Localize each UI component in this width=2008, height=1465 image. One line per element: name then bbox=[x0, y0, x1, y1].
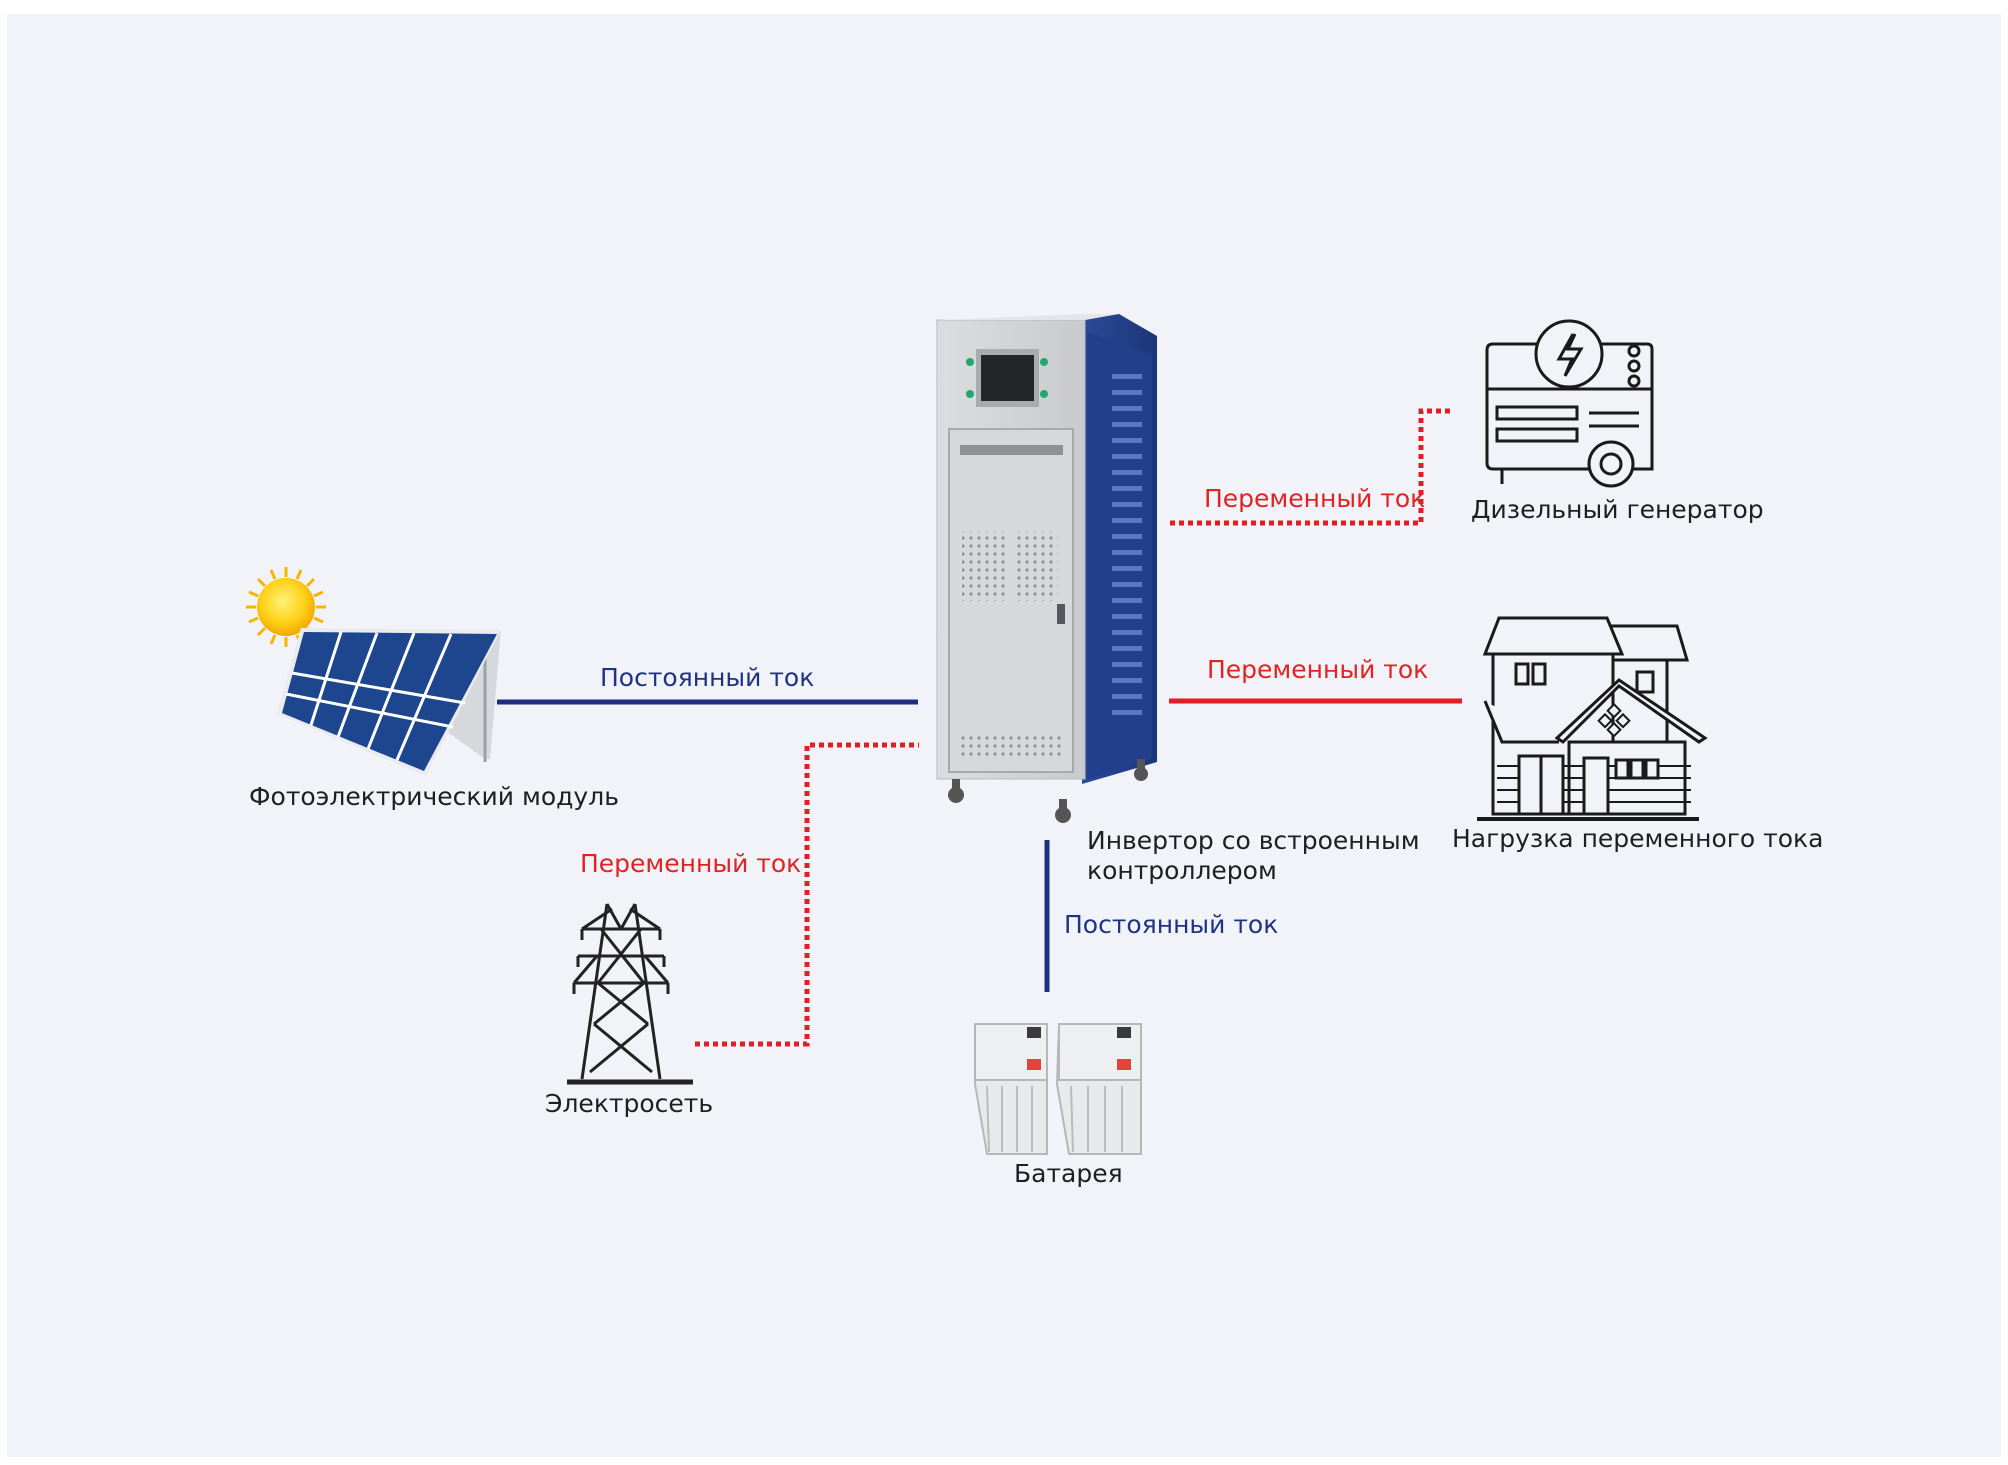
generator-ac-label: Переменный ток bbox=[1204, 484, 1426, 513]
load-ac-label: Переменный ток bbox=[1207, 655, 1429, 684]
pv-module-label: Фотоэлектрический модуль bbox=[249, 782, 619, 811]
diagram-graphics bbox=[246, 314, 1708, 1155]
inverter-label: Инвертор со встроенным контроллером bbox=[1087, 826, 1420, 885]
house-icon bbox=[1477, 616, 1708, 821]
diesel-generator-icon bbox=[1485, 319, 1654, 488]
connection-grid-inverter bbox=[695, 742, 919, 1047]
pv-dc-label: Постоянный ток bbox=[600, 663, 815, 692]
battery-dc-label: Постоянный ток bbox=[1064, 910, 1279, 939]
battery-label: Батарея bbox=[1014, 1159, 1123, 1188]
grid-ac-label: Переменный ток bbox=[580, 849, 802, 878]
connection-generator-inverter bbox=[1170, 408, 1451, 526]
generator-label: Дизельный генератор bbox=[1471, 495, 1764, 524]
battery-icon bbox=[974, 1023, 1142, 1155]
grid-label: Электросеть bbox=[545, 1089, 714, 1118]
power-tower-icon bbox=[567, 903, 693, 1085]
diagram-canvas: Фотоэлектрический модуль Электросеть Инв… bbox=[7, 14, 2001, 1457]
solar-panel-icon bbox=[246, 567, 501, 776]
inverter-cabinet-icon bbox=[936, 314, 1157, 823]
ac-load-label: Нагрузка переменного тока bbox=[1452, 824, 1824, 853]
